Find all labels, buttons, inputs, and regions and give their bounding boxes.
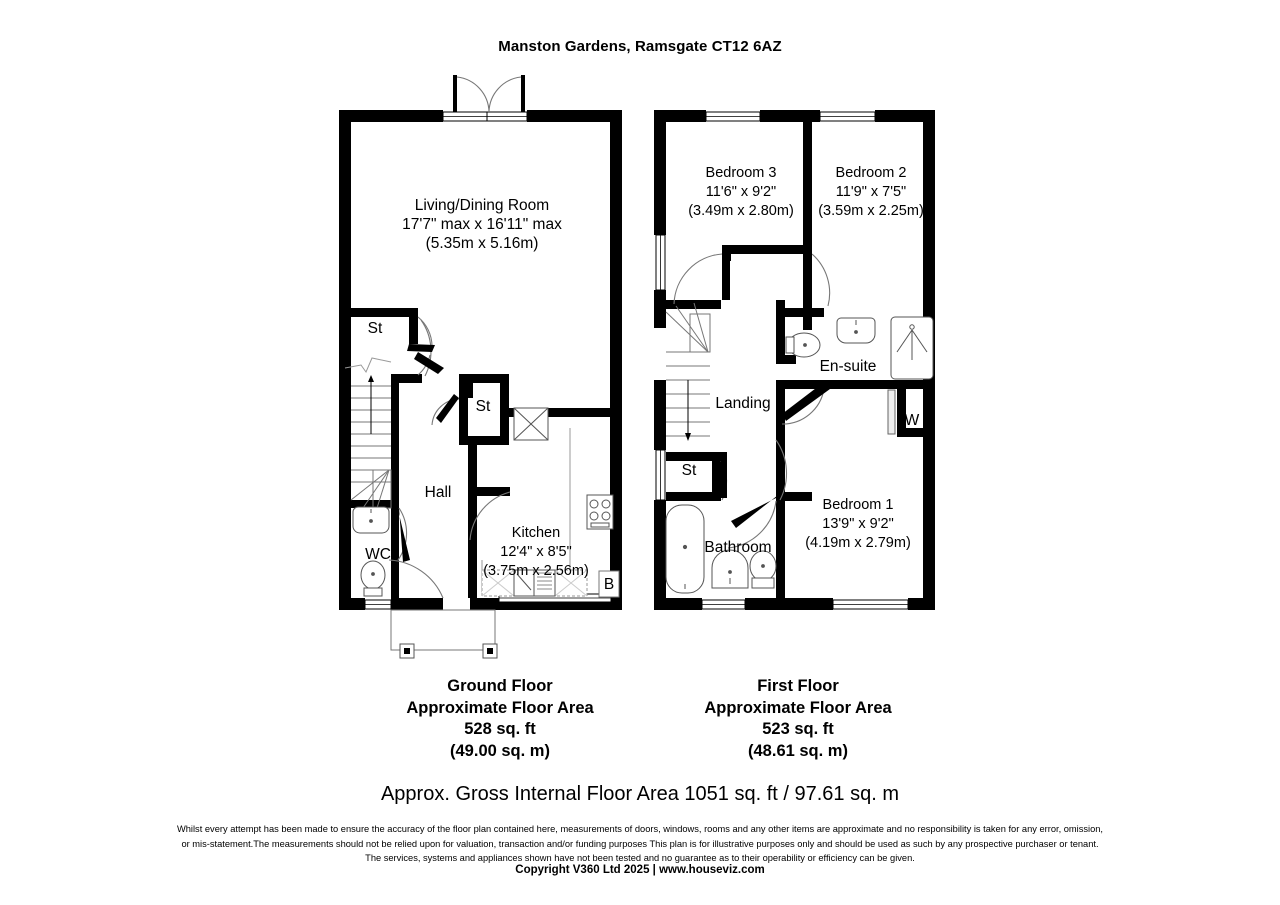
room-label-wc: WC xyxy=(365,546,391,563)
ground-floor-caption: Ground Floor Approximate Floor Area 528 … xyxy=(406,676,593,762)
living-dining-imperial: 17'7" max x 16'11" max xyxy=(402,216,562,233)
first-floor-windows xyxy=(655,111,909,610)
room-label-boiler: B xyxy=(603,576,615,593)
bedroom3-name: Bedroom 3 xyxy=(705,165,777,181)
ground-floor-sqm: (49.00 sq. m) xyxy=(450,741,550,760)
kitchen-metric: (3.75m x 2.56m) xyxy=(483,563,589,579)
first-floor-walls xyxy=(654,110,935,610)
first-floor-stairs xyxy=(665,302,711,450)
entrance-porch xyxy=(390,609,498,659)
first-floor-door-leaves xyxy=(721,245,830,528)
room-label-wardrobe: W xyxy=(904,412,920,429)
living-dining-name: Living/Dining Room xyxy=(414,197,550,214)
first-floor-sqft: 523 sq. ft xyxy=(762,720,834,738)
first-floor-title: First Floor xyxy=(757,677,839,695)
bedroom3-metric: (3.49m x 2.80m) xyxy=(688,203,794,219)
wc-fixtures xyxy=(352,506,390,597)
first-floor-area-label: Approximate Floor Area xyxy=(704,698,892,717)
ground-floor-area-label: Approximate Floor Area xyxy=(406,698,594,717)
ensuite-fixtures xyxy=(785,316,934,380)
bedroom1-metric: (4.19m x 2.79m) xyxy=(805,535,911,551)
ground-floor-internal-walls xyxy=(351,308,622,598)
ground-floor-windows xyxy=(442,111,528,122)
disclaimer-line-2: or mis-statement.The measurements should… xyxy=(181,838,1099,849)
first-floor-caption: First Floor Approximate Floor Area 523 s… xyxy=(704,676,891,762)
copyright-notice: Copyright V360 Ltd 2025 | www.houseviz.c… xyxy=(515,864,765,876)
bedroom1-imperial: 13'9" x 9'2" xyxy=(822,516,894,532)
room-label-bedroom-3: Bedroom 3 11'6" x 9'2" (3.49m x 2.80m) xyxy=(688,164,794,221)
bathroom-fixtures xyxy=(665,504,777,594)
living-dining-metric: (5.35m x 5.16m) xyxy=(425,235,539,252)
first-floor-internal-walls xyxy=(666,110,935,602)
french-doors xyxy=(453,75,525,113)
room-label-bedroom-2: Bedroom 2 11'9" x 7'5" (3.59m x 2.25m) xyxy=(818,164,924,221)
room-label-st-ground-1: St xyxy=(367,320,383,337)
ground-floor-plan xyxy=(339,75,622,659)
bedroom2-imperial: 11'9" x 7'5" xyxy=(835,184,907,200)
bedroom2-name: Bedroom 2 xyxy=(835,165,907,181)
kitchen-imperial: 12'4" x 8'5" xyxy=(500,544,572,560)
ground-floor-sqft: 528 sq. ft xyxy=(464,720,536,738)
bedroom1-name: Bedroom 1 xyxy=(822,497,894,513)
page-title: Manston Gardens, Ramsgate CT12 6AZ xyxy=(498,38,782,55)
room-label-bedroom-1: Bedroom 1 13'9" x 9'2" (4.19m x 2.79m) xyxy=(805,496,911,553)
first-floor-door-swings xyxy=(673,253,831,549)
gross-internal-area: Approx. Gross Internal Floor Area 1051 s… xyxy=(380,783,900,805)
room-label-st-ground-2: St xyxy=(475,398,491,415)
bedroom3-imperial: 11'6" x 9'2" xyxy=(705,184,777,200)
room-label-st-first: St xyxy=(681,462,697,479)
first-floor-plan xyxy=(654,110,935,610)
room-label-ensuite: En-suite xyxy=(819,358,877,375)
kitchen-name: Kitchen xyxy=(511,525,561,541)
room-label-kitchen: Kitchen 12'4" x 8'5" (3.75m x 2.56m) xyxy=(483,524,589,581)
ground-floor-door-leaves xyxy=(399,344,459,562)
disclaimer-line-3: The services, systems and appliances sho… xyxy=(365,853,915,863)
room-label-living-dining: Living/Dining Room 17'7" max x 16'11" ma… xyxy=(402,196,562,253)
disclaimer-line-1: Whilst every attempt has been made to en… xyxy=(176,824,1104,834)
ground-floor-stairs xyxy=(344,357,392,509)
ground-floor-title: Ground Floor xyxy=(447,677,553,695)
room-label-hall: Hall xyxy=(424,484,452,501)
bedroom2-metric: (3.59m x 2.25m) xyxy=(818,203,924,219)
room-label-landing: Landing xyxy=(715,395,771,412)
disclaimer: Whilst every attempt has been made to en… xyxy=(0,822,1280,866)
room-label-bathroom: Bathroom xyxy=(704,539,772,556)
wardrobe-fixture xyxy=(887,389,896,435)
first-floor-sqm: (48.61 sq. m) xyxy=(748,741,848,760)
kitchen-fittings xyxy=(481,407,620,598)
